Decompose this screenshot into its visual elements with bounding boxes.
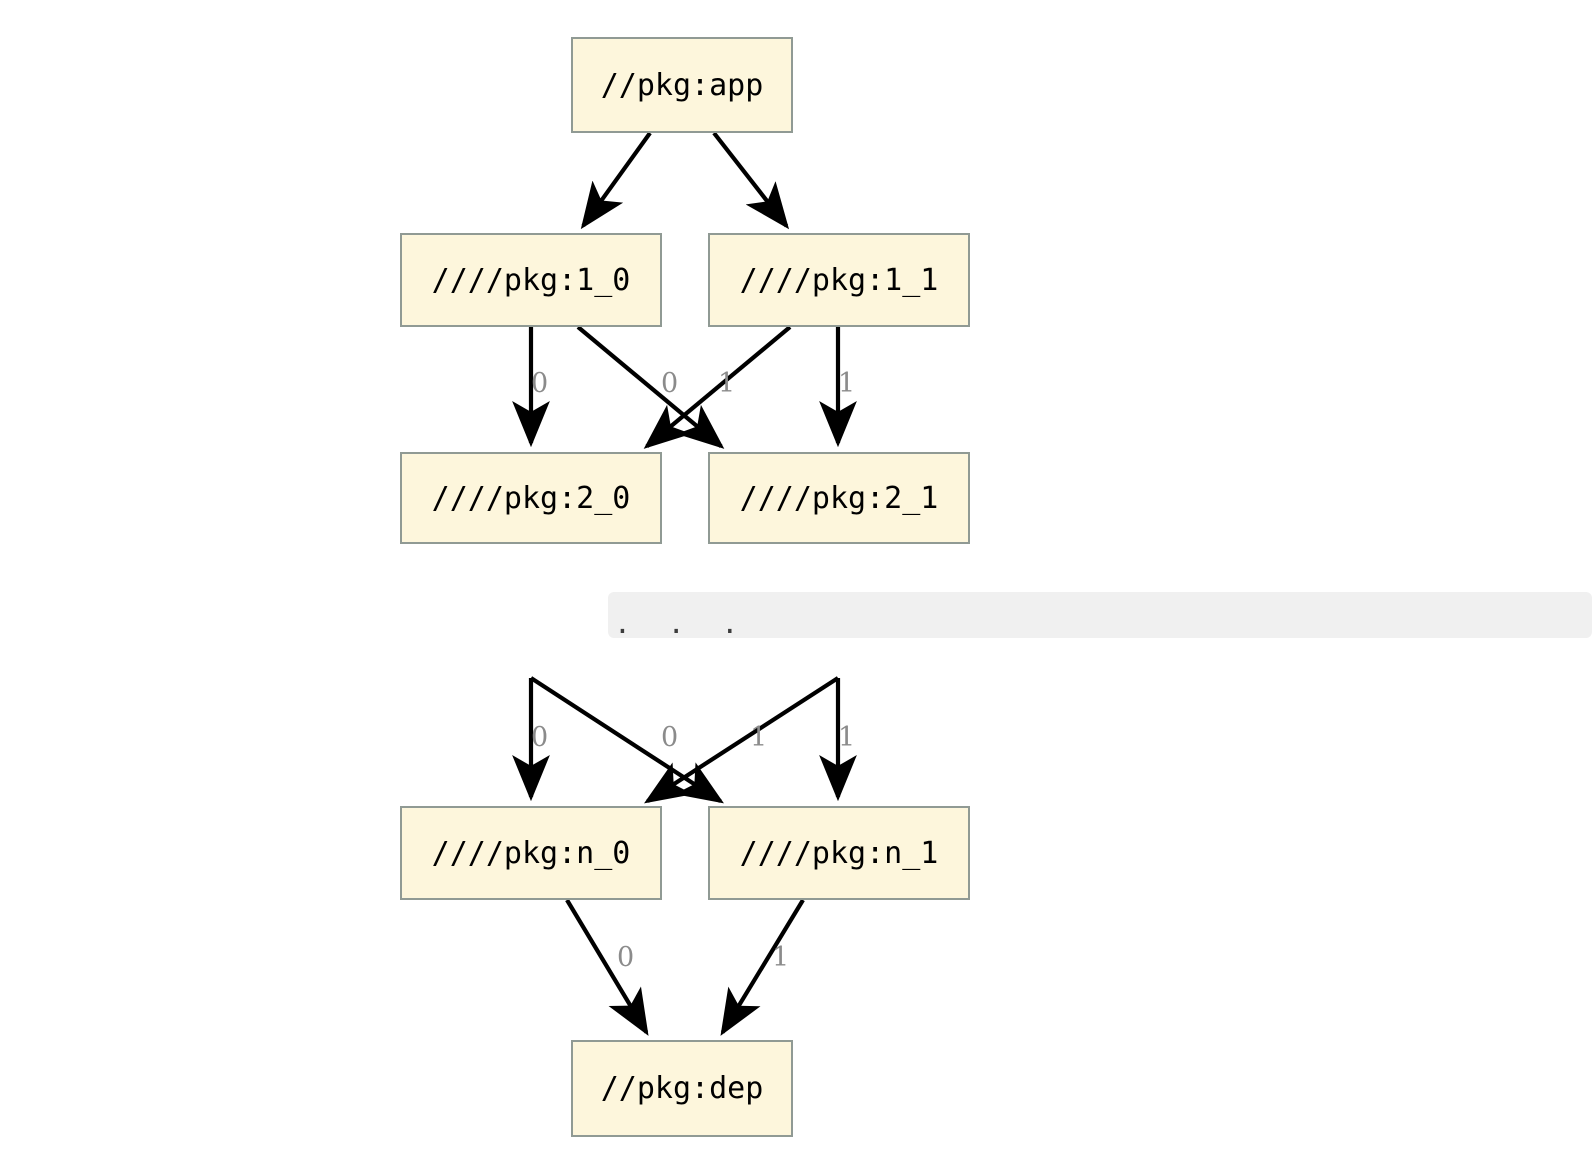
edge-label: 0 bbox=[617, 942, 635, 973]
edge-label: 1 bbox=[772, 942, 790, 973]
node-n1_0[interactable]: ////pkg:1_0 bbox=[400, 233, 662, 327]
edge-label: 1 bbox=[838, 368, 856, 399]
node-label: ////pkg:2_0 bbox=[431, 480, 631, 516]
ellipsis-text: . . . bbox=[614, 607, 749, 640]
edge-nn_1-to-dep bbox=[720, 898, 805, 1036]
node-nn_1[interactable]: ////pkg:n_1 bbox=[708, 806, 970, 900]
edge-nn_0-to-dep bbox=[565, 898, 649, 1036]
node-label: ////pkg:n_1 bbox=[739, 835, 939, 871]
edge-elided-to-nn_1 bbox=[529, 676, 724, 804]
edge-label: 1 bbox=[718, 368, 736, 399]
edge-label: 1 bbox=[750, 722, 768, 753]
edge-app-to-n1_1 bbox=[712, 131, 790, 230]
node-dep[interactable]: //pkg:dep bbox=[571, 1040, 793, 1137]
node-label: ////pkg:n_0 bbox=[431, 835, 631, 871]
node-nn_0[interactable]: ////pkg:n_0 bbox=[400, 806, 662, 900]
node-label: ////pkg:1_0 bbox=[431, 262, 631, 298]
edge-label: 1 bbox=[838, 722, 856, 753]
edge-label: 0 bbox=[531, 368, 549, 399]
node-n1_1[interactable]: ////pkg:1_1 bbox=[708, 233, 970, 327]
node-n2_0[interactable]: ////pkg:2_0 bbox=[400, 452, 662, 544]
edge-n1_0-to-n2_1 bbox=[576, 325, 725, 449]
node-label: //pkg:dep bbox=[600, 1071, 764, 1106]
node-label: ////pkg:2_1 bbox=[739, 480, 939, 516]
node-n2_1[interactable]: ////pkg:2_1 bbox=[708, 452, 970, 544]
edge-app-to-n1_0 bbox=[580, 131, 652, 230]
node-label: //pkg:app bbox=[600, 67, 764, 103]
edge-label: 0 bbox=[531, 722, 549, 753]
edge-label: 0 bbox=[661, 368, 679, 399]
node-app[interactable]: //pkg:app bbox=[571, 37, 793, 133]
elided-layers-band: . . . bbox=[608, 592, 1592, 638]
node-label: ////pkg:1_1 bbox=[739, 262, 939, 298]
edge-label: 0 bbox=[661, 722, 679, 753]
